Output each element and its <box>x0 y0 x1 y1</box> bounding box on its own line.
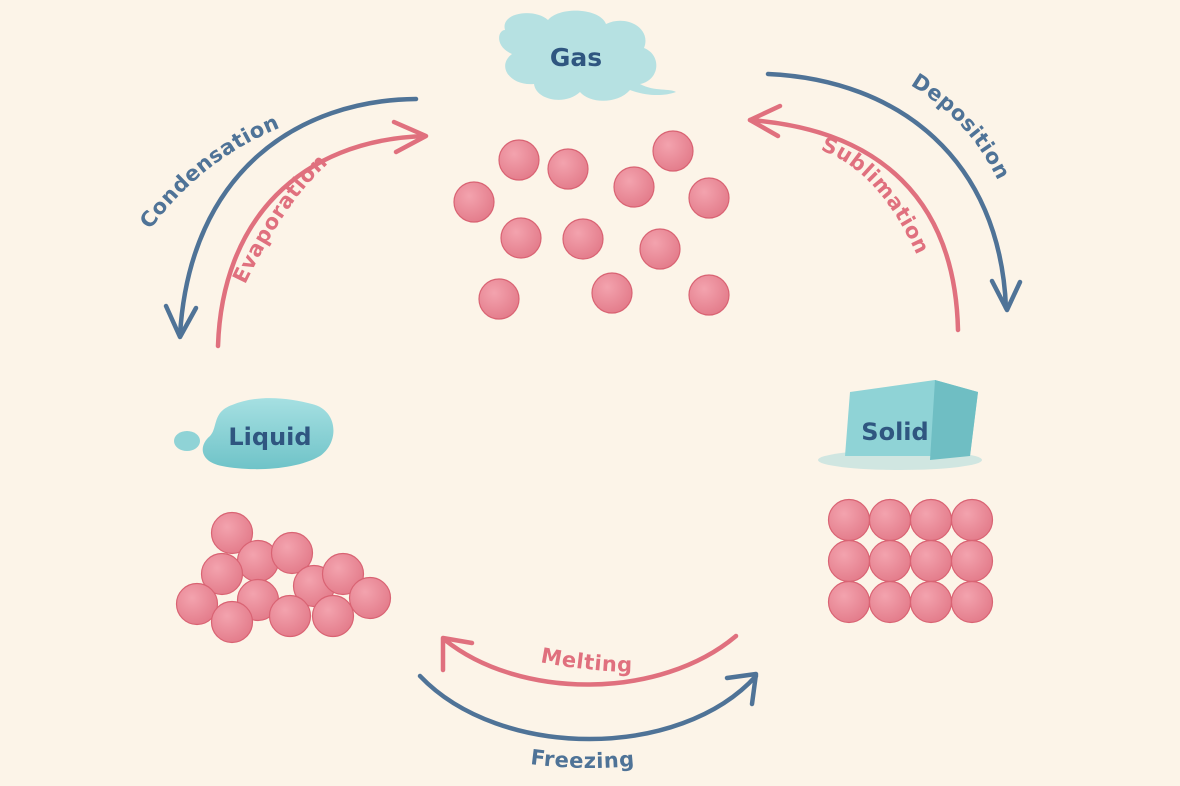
solid-particle <box>909 539 953 583</box>
gas-cloud: Gas <box>499 10 676 101</box>
melting-arrow <box>442 633 739 687</box>
gas-particle <box>652 130 694 172</box>
condensation-arrow <box>177 96 419 338</box>
sublimation-arrow <box>747 117 961 333</box>
deposition-arrowhead <box>989 278 1023 313</box>
liquid-particle <box>210 600 254 644</box>
solid-particle <box>868 580 912 624</box>
solid-particle <box>950 539 994 583</box>
melting-arrowhead <box>440 635 475 673</box>
gas-particle <box>500 217 542 259</box>
gas-particle <box>688 274 730 316</box>
solid-particle <box>909 498 953 542</box>
solid-particle <box>827 580 871 624</box>
solid-particle <box>827 498 871 542</box>
gas-particles <box>453 130 730 320</box>
liquid-particle <box>270 531 314 575</box>
liquid-particle <box>210 511 254 555</box>
solid-label: Solid <box>861 418 928 446</box>
gas-particle <box>478 278 520 320</box>
liquid-particle <box>321 552 365 596</box>
gas-particle <box>639 228 681 270</box>
gas-particle <box>498 139 540 181</box>
solid-particle <box>827 539 871 583</box>
solid-particle <box>950 580 994 624</box>
freezing-arrowhead <box>724 671 759 707</box>
freezing-arrow <box>417 673 759 742</box>
liquid-particle <box>348 576 392 620</box>
freezing-label: Freezing <box>529 745 635 773</box>
gas-particle <box>547 148 589 190</box>
solid-particle <box>950 498 994 542</box>
gas-particle <box>453 181 495 223</box>
liquid-particle <box>311 594 355 638</box>
solid-particle <box>868 498 912 542</box>
evaporation-arrowhead <box>391 119 429 155</box>
evaporation-arrow <box>215 133 428 349</box>
liquid-puddle: Liquid <box>174 398 334 470</box>
gas-particle <box>613 166 655 208</box>
liquid-particle <box>175 582 219 626</box>
gas-particle <box>562 218 604 260</box>
liquid-particles <box>175 511 392 644</box>
solid-ice-block: Solid <box>818 380 982 470</box>
solid-particle <box>909 580 953 624</box>
deposition-arrow <box>765 71 1009 311</box>
liquid-particle <box>200 552 244 596</box>
solid-particles <box>827 498 994 624</box>
liquid-particle <box>268 594 312 638</box>
solid-particle <box>868 539 912 583</box>
condensation-arrowhead <box>163 303 199 340</box>
gas-label: Gas <box>550 43 602 72</box>
sublimation-arrowhead <box>747 103 783 139</box>
gas-particle <box>688 177 730 219</box>
melting-label: Melting <box>539 643 633 677</box>
liquid-label: Liquid <box>228 423 311 451</box>
gas-particle <box>591 272 633 314</box>
